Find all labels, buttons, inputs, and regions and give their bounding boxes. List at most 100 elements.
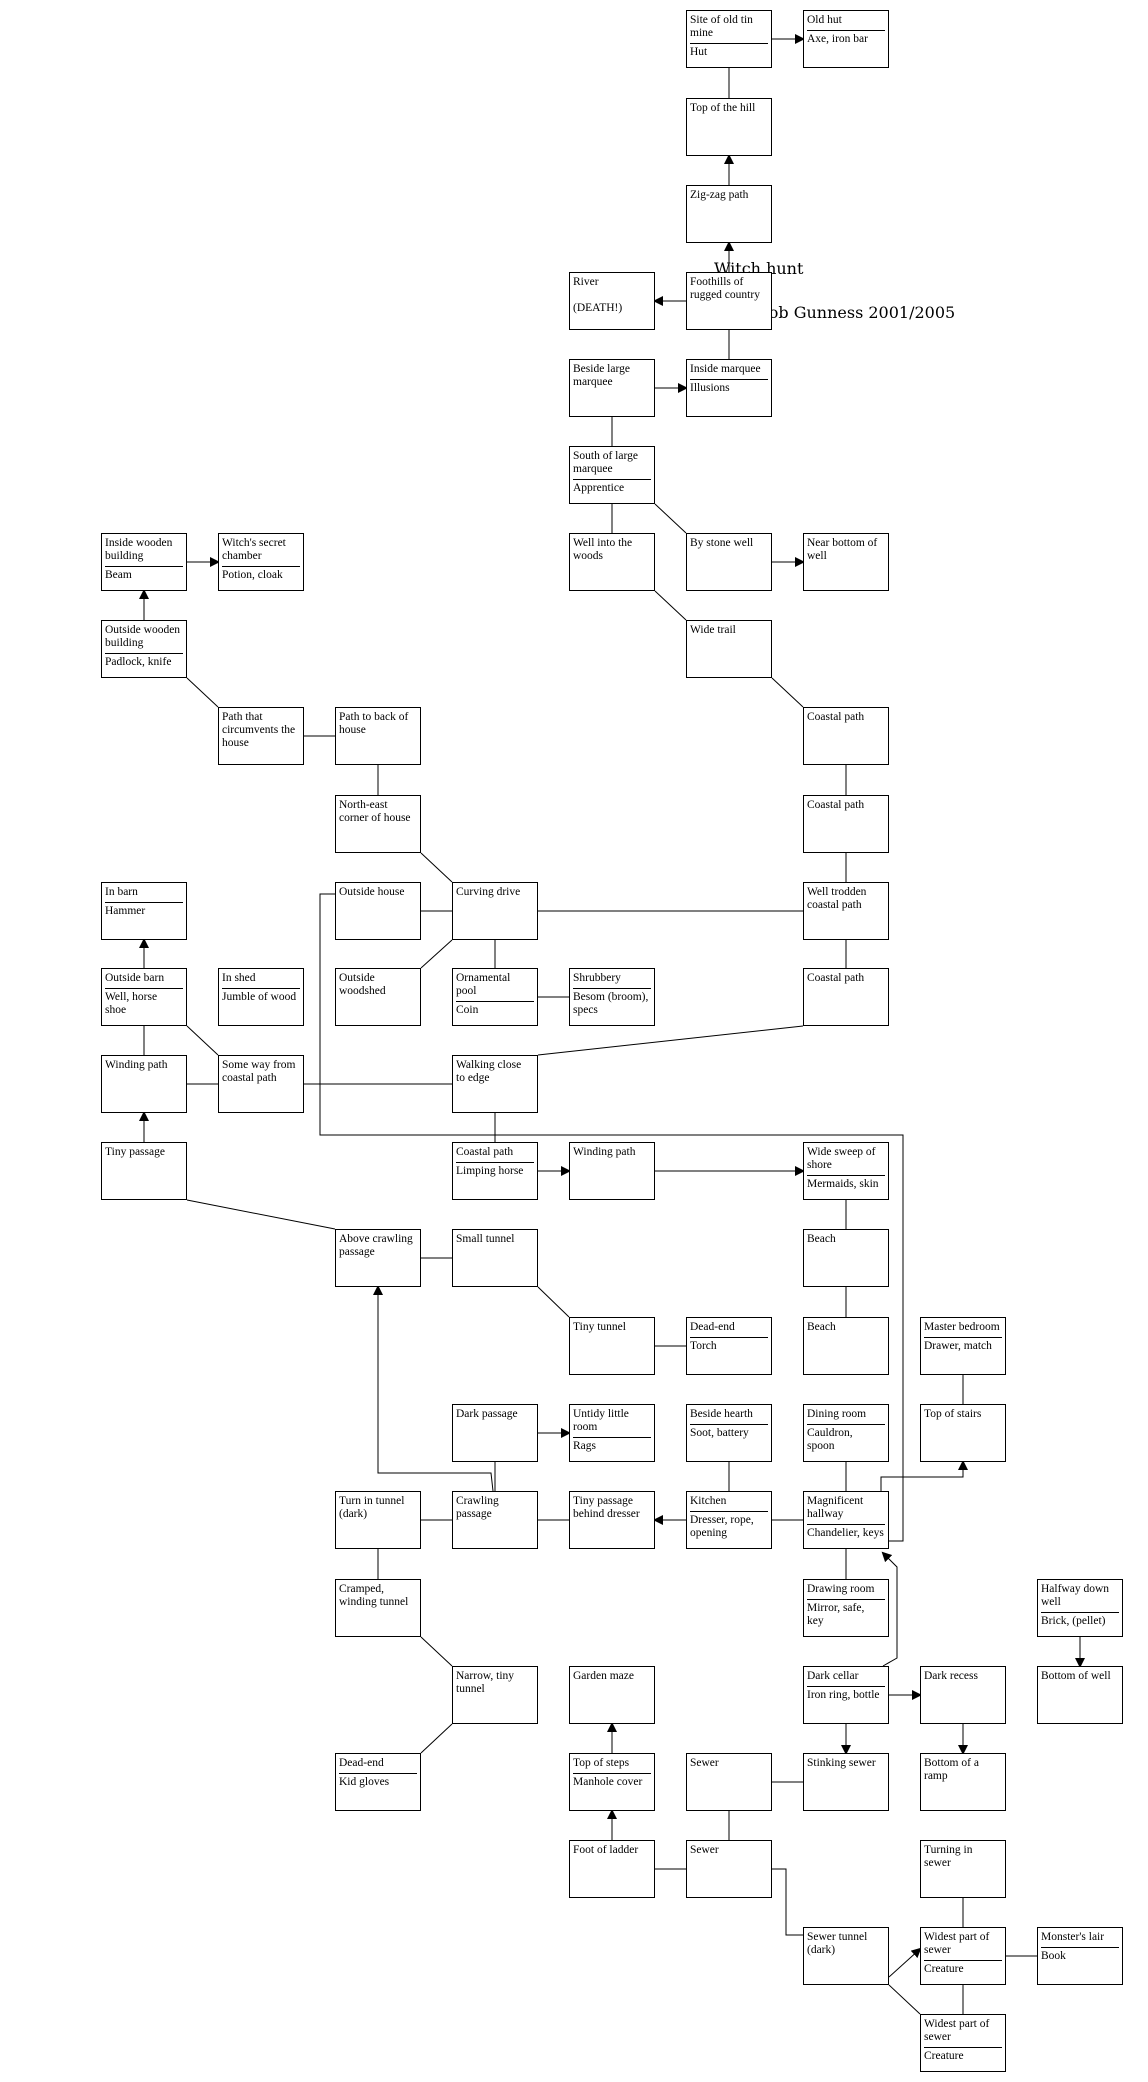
connection-cramped-tunnel-narrow-tunnel <box>420 1636 453 1667</box>
location-title: Crawling passage <box>456 1495 499 1520</box>
location-title: Dead-end <box>339 1757 384 1769</box>
location-top-stairs: Top of stairs <box>920 1404 1006 1462</box>
location-items: Drawer, match <box>924 1337 1002 1353</box>
location-title: Outside woodshed <box>339 972 386 997</box>
location-items: Book <box>1041 1947 1119 1963</box>
location-beach-2: Beach <box>803 1317 889 1375</box>
location-items: Torch <box>690 1337 768 1353</box>
diagram-subtitle-text: (C) Jacob Gunness 2001/2005 <box>714 303 956 322</box>
location-title: Well into the woods <box>573 537 633 562</box>
location-title: Magnificent hallway <box>807 1495 864 1520</box>
location-title: Dark cellar <box>807 1670 859 1682</box>
location-title: Garden maze <box>573 1670 634 1682</box>
location-bottom-ramp: Bottom of a ramp <box>920 1753 1006 1811</box>
location-title: In shed <box>222 972 256 984</box>
location-wide-trail: Wide trail <box>686 620 772 678</box>
location-title: By stone well <box>690 537 754 549</box>
connection-cellar-hallway <box>881 1551 898 1667</box>
location-title: Drawing room <box>807 1583 875 1595</box>
location-ne-corner: North-east corner of house <box>335 795 421 853</box>
location-zigzag: Zig-zag path <box>686 185 772 243</box>
location-stinking-sewer: Stinking sewer <box>803 1753 889 1811</box>
location-well-trodden: Well trodden coastal path <box>803 882 889 940</box>
connection-coastal-3-walking-edge <box>537 1025 804 1056</box>
location-title: Sewer <box>690 1757 719 1769</box>
location-title: North-east corner of house <box>339 799 411 824</box>
location-foot-ladder: Foot of ladder <box>569 1840 655 1898</box>
location-title: Ornamental pool <box>456 972 511 997</box>
location-title: Tiny passage behind dresser <box>573 1495 640 1520</box>
location-title: Witch's secret chamber <box>222 537 286 562</box>
location-some-way: Some way from coastal path <box>218 1055 304 1113</box>
location-beside-marquee: Beside large marquee <box>569 359 655 417</box>
location-sewer-2: Sewer <box>686 1840 772 1898</box>
location-title: Foothills of rugged country <box>690 276 760 301</box>
location-dark-recess: Dark recess <box>920 1666 1006 1724</box>
location-title: Curving drive <box>456 886 521 898</box>
location-title: Sewer <box>690 1844 719 1856</box>
location-items: Iron ring, bottle <box>807 1686 885 1702</box>
location-curving-drive: Curving drive <box>452 882 538 940</box>
location-tiny-behind-dresser: Tiny passage behind dresser <box>569 1491 655 1549</box>
location-items: Cauldron, spoon <box>807 1424 885 1453</box>
location-title: Inside marquee <box>690 363 761 375</box>
location-winding-1: Winding path <box>101 1055 187 1113</box>
location-title: Beach <box>807 1321 836 1333</box>
location-title: Dark passage <box>456 1408 518 1420</box>
location-winding-2: Winding path <box>569 1142 655 1200</box>
location-river: River (DEATH!) <box>569 272 655 330</box>
location-title: Outside barn <box>105 972 165 984</box>
location-coastal-2: Coastal path <box>803 795 889 853</box>
location-bottom-well: Bottom of well <box>1037 1666 1123 1724</box>
location-items: Limping horse <box>456 1162 534 1178</box>
connection-outside-barn-some-way <box>186 1025 219 1056</box>
location-dark-passage: Dark passage <box>452 1404 538 1462</box>
connection-curving-drive-outside-woodshed <box>420 939 453 969</box>
connection-well-woods-wide-trail <box>654 590 687 621</box>
location-title: Top of steps <box>573 1757 630 1769</box>
location-title: Monster's lair <box>1041 1931 1105 1943</box>
location-items: Creature <box>924 1960 1002 1976</box>
location-title: Stinking sewer <box>807 1757 876 1769</box>
connection-hallway-outside-house <box>319 893 904 1542</box>
location-items: Hammer <box>105 902 183 918</box>
location-title: Outside house <box>339 886 405 898</box>
location-narrow-tunnel: Narrow, tiny tunnel <box>452 1666 538 1724</box>
location-items: Well, horse shoe <box>105 988 183 1017</box>
location-title: Widest part of sewer <box>924 2018 990 2043</box>
location-coastal-3: Coastal path <box>803 968 889 1026</box>
location-beach-1: Beach <box>803 1229 889 1287</box>
connection-small-tunnel-tiny-tunnel <box>537 1286 570 1318</box>
location-title: Master bedroom <box>924 1321 1000 1333</box>
location-items: Mermaids, skin <box>807 1175 885 1191</box>
location-title: Winding path <box>105 1059 168 1071</box>
location-title: South of large marquee <box>573 450 638 475</box>
connection-narrow-tunnel-dead-end-gloves <box>420 1723 453 1754</box>
location-top-hill: Top of the hill <box>686 98 772 156</box>
location-items: Chandelier, keys <box>807 1524 885 1540</box>
connection-outside-wooden-circumvent <box>186 677 219 708</box>
connection-hallway-stairs <box>880 1460 968 1491</box>
location-title: Outside wooden building <box>105 624 181 649</box>
location-tiny-passage: Tiny passage <box>101 1142 187 1200</box>
location-title: Untidy little room <box>573 1408 629 1433</box>
location-title: Turn in tunnel (dark) <box>339 1495 405 1520</box>
location-title: Widest part of sewer <box>924 1931 990 1956</box>
location-items: Creature <box>924 2047 1002 2063</box>
location-title: Path that circumvents the house <box>222 711 296 749</box>
location-items: Coin <box>456 1001 534 1017</box>
